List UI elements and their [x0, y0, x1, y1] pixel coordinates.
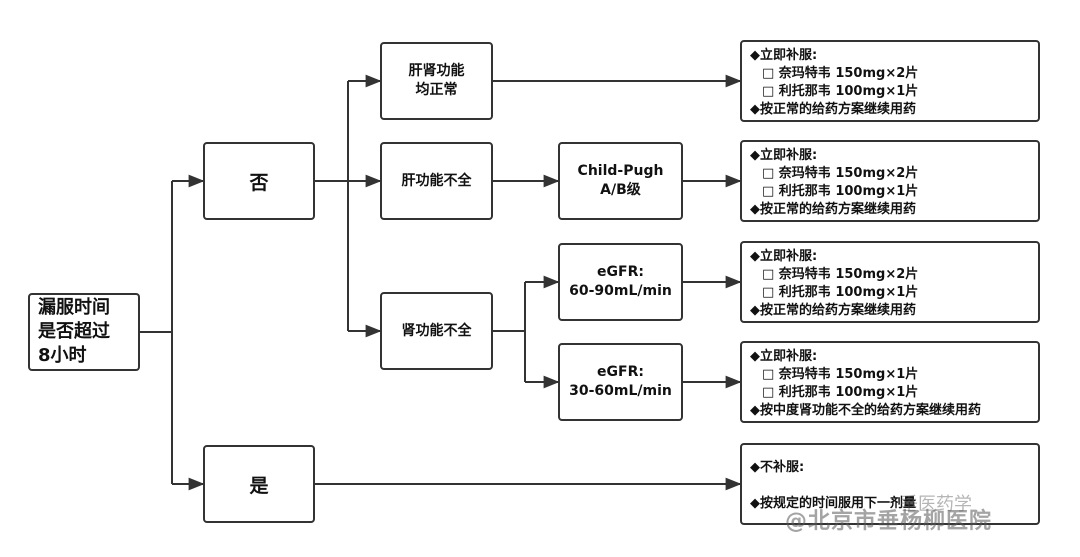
- egfr-low-line-2: 30-60mL/min: [569, 383, 672, 399]
- result-1-head: ◆立即补服:: [750, 48, 818, 63]
- result-4-head: ◆立即补服:: [750, 349, 818, 364]
- child-pugh-line-1: Child-Pugh: [577, 163, 664, 179]
- result-2-tail: ◆按正常的给药方案继续用药: [750, 202, 916, 217]
- child-pugh-box: Child-Pugh A/B级: [558, 142, 683, 220]
- result-4-tail: ◆按中度肾功能不全的给药方案继续用药: [750, 403, 981, 418]
- liver-insufficient-label: 肝功能不全: [401, 172, 472, 189]
- result-box-no-supplement: ◆不补服: ◆按规定的时间服用下一剂量: [740, 443, 1040, 525]
- child-pugh-line-2: A/B级: [600, 182, 641, 198]
- result-2-head: ◆立即补服:: [750, 148, 818, 163]
- root-line-3: 8小时: [38, 345, 87, 366]
- egfr-30-60-box: eGFR: 30-60mL/min: [558, 343, 683, 421]
- result-3-head: ◆立即补服:: [750, 249, 818, 264]
- root-line-1: 漏服时间: [38, 297, 110, 318]
- result-box-egfr-high: ◆立即补服: □ 奈玛特韦 150mg×2片 □ 利托那韦 100mg×1片 ◆…: [740, 241, 1040, 323]
- result-box-egfr-low: ◆立即补服: □ 奈玛特韦 150mg×1片 □ 利托那韦 100mg×1片 ◆…: [740, 341, 1040, 423]
- result-1-drug-a: □ 奈玛特韦 150mg×2片: [762, 66, 919, 81]
- egfr-60-90-box: eGFR: 60-90mL/min: [558, 243, 683, 321]
- result-3-drug-a: □ 奈玛特韦 150mg×2片: [762, 267, 919, 282]
- no-branch-box: 否: [203, 142, 315, 220]
- watermark-secondary: 垂医药学: [900, 494, 972, 515]
- yes-branch-label: 是: [249, 474, 269, 497]
- result-3-drug-b: □ 利托那韦 100mg×1片: [762, 285, 919, 300]
- liver-kidney-normal-box: 肝肾功能 均正常: [380, 42, 493, 120]
- liver-insufficient-box: 肝功能不全: [380, 142, 493, 220]
- kidney-insufficient-box: 肾功能不全: [380, 292, 493, 370]
- kidney-insufficient-label: 肾功能不全: [401, 322, 472, 339]
- result-1-tail: ◆按正常的给药方案继续用药: [750, 102, 916, 117]
- root-question-box: 漏服时间 是否超过 8小时: [28, 293, 140, 371]
- watermark-main: @北京市垂杨柳医院: [785, 509, 993, 534]
- result-3-tail: ◆按正常的给药方案继续用药: [750, 303, 916, 318]
- result-1-drug-b: □ 利托那韦 100mg×1片: [762, 84, 919, 99]
- egfr-high-line-1: eGFR:: [597, 264, 644, 280]
- result-box-normal: ◆立即补服: □ 奈玛特韦 150mg×2片 □ 利托那韦 100mg×1片 ◆…: [740, 40, 1040, 122]
- result-2-drug-b: □ 利托那韦 100mg×1片: [762, 184, 919, 199]
- egfr-high-line-2: 60-90mL/min: [569, 283, 672, 299]
- root-line-2: 是否超过: [38, 321, 110, 342]
- liver-kidney-normal-line-2: 均正常: [415, 82, 458, 98]
- egfr-low-line-1: eGFR:: [597, 364, 644, 380]
- result-5-tail: ◆按规定的时间服用下一剂量: [750, 496, 916, 511]
- yes-branch-box: 是: [203, 445, 315, 523]
- liver-kidney-normal-line-1: 肝肾功能: [408, 63, 465, 79]
- result-box-liver: ◆立即补服: □ 奈玛特韦 150mg×2片 □ 利托那韦 100mg×1片 ◆…: [740, 140, 1040, 222]
- no-branch-label: 否: [249, 171, 269, 194]
- result-2-drug-a: □ 奈玛特韦 150mg×2片: [762, 166, 919, 181]
- result-4-drug-b: □ 利托那韦 100mg×1片: [762, 385, 919, 400]
- result-4-drug-a: □ 奈玛特韦 150mg×1片: [762, 367, 919, 382]
- result-5-head: ◆不补服:: [750, 460, 805, 475]
